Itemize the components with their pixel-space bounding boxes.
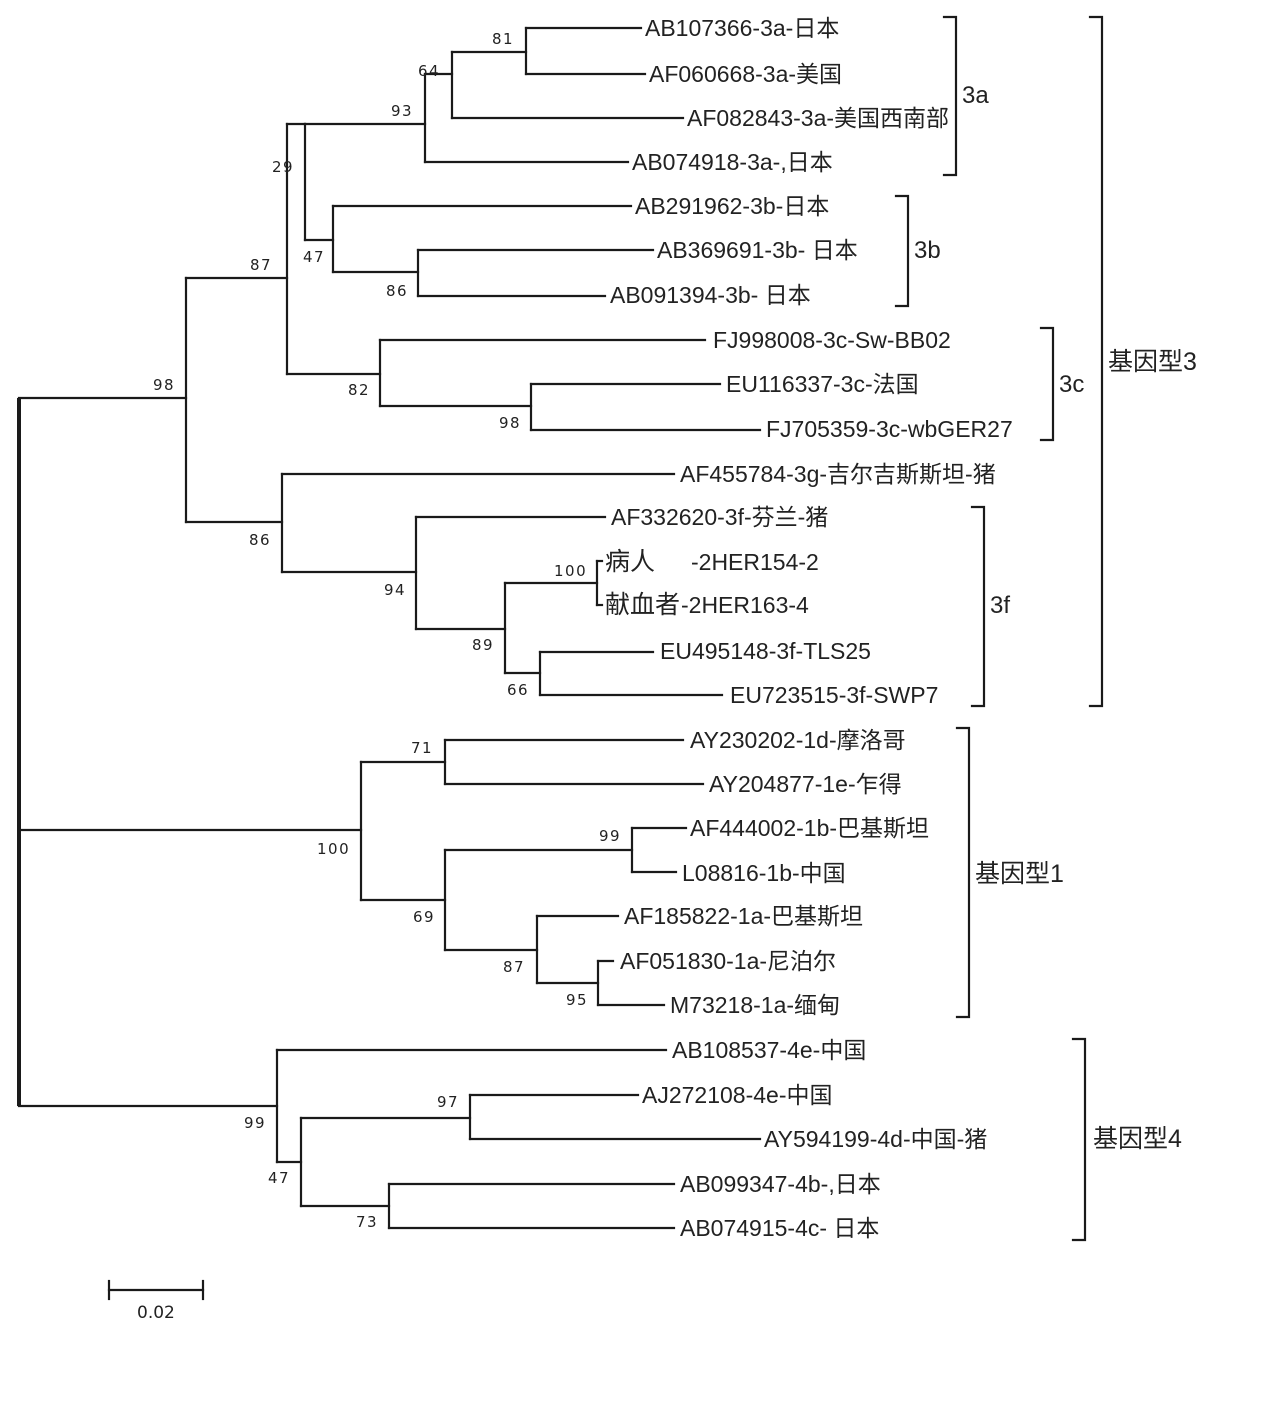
- bootstrap-value: 47: [268, 1169, 290, 1187]
- genotype-brackets: 基因型3 基因型1 基因型4: [955, 15, 1197, 1242]
- bracket-genotype-3: [1088, 15, 1104, 708]
- leaf-label: M73218-1a-缅甸: [670, 992, 840, 1018]
- leaf-label: L08816-1b-中国: [682, 860, 846, 886]
- bootstrap-value: 100: [554, 562, 587, 580]
- bracket-3a: [942, 15, 958, 177]
- leaf-label: AB099347-4b-,日本: [680, 1171, 881, 1197]
- bootstrap-value: 89: [472, 636, 494, 654]
- bootstrap-value: 66: [507, 681, 529, 699]
- tree-branches: [17, 26, 762, 1230]
- leaf-labels: AB107366-3a-日本 AF060668-3a-美国 AF082843-3…: [605, 15, 1013, 1241]
- bootstrap-value: 71: [411, 739, 433, 757]
- bootstrap-value: 86: [249, 531, 271, 549]
- scale-bar: 0.02: [107, 1279, 205, 1323]
- leaf-label: AY230202-1d-摩洛哥: [690, 727, 906, 753]
- leaf-label: AY594199-4d-中国-猪: [764, 1126, 987, 1152]
- leaf-label: AB091394-3b- 日本: [610, 282, 811, 308]
- leaf-label: EU116337-3c-法国: [726, 371, 919, 397]
- bootstrap-value: 86: [386, 282, 408, 300]
- bootstrap-values: 81 64 93 29 47 86 87 82 98 98 86 94 100 …: [153, 30, 621, 1231]
- leaf-label-donor-id: -2HER163-4: [681, 592, 809, 618]
- bootstrap-value: 100: [317, 840, 350, 858]
- bootstrap-value: 93: [391, 102, 413, 120]
- bracket-3c: [1039, 326, 1055, 442]
- leaf-label: AB107366-3a-日本: [645, 15, 839, 41]
- bootstrap-value: 64: [418, 62, 440, 80]
- scale-bar-label: 0.02: [137, 1303, 175, 1323]
- leaf-label-patient: 病人: [605, 548, 655, 576]
- bootstrap-value: 99: [599, 827, 621, 845]
- leaf-label: AF332620-3f-芬兰-猪: [611, 504, 828, 530]
- bootstrap-value: 73: [356, 1213, 378, 1231]
- bracket-label-3c: 3c: [1059, 371, 1084, 398]
- leaf-label: AF455784-3g-吉尔吉斯斯坦-猪: [680, 461, 996, 487]
- leaf-label: AY204877-1e-乍得: [709, 771, 902, 797]
- leaf-label: AB369691-3b- 日本: [657, 237, 858, 263]
- bootstrap-value: 99: [244, 1114, 266, 1132]
- leaf-label: AB108537-4e-中国: [672, 1037, 866, 1063]
- leaf-label-donor: 献血者: [605, 591, 680, 619]
- genotype-label-4: 基因型4: [1093, 1125, 1182, 1153]
- leaf-label: AB291962-3b-日本: [635, 193, 829, 219]
- genotype-label-1: 基因型1: [975, 860, 1064, 888]
- bracket-genotype-4: [1071, 1037, 1087, 1242]
- bracket-label-3b: 3b: [914, 237, 941, 264]
- bracket-3f: [970, 505, 986, 708]
- bootstrap-value: 47: [303, 248, 325, 266]
- leaf-label: EU495148-3f-TLS25: [660, 638, 871, 664]
- bootstrap-value: 81: [492, 30, 514, 48]
- leaf-label: FJ998008-3c-Sw-BB02: [713, 327, 951, 353]
- leaf-label: AB074915-4c- 日本: [680, 1215, 879, 1241]
- leaf-label: EU723515-3f-SWP7: [730, 682, 938, 708]
- leaf-label: AF051830-1a-尼泊尔: [620, 948, 836, 974]
- leaf-label: AF082843-3a-美国西南部: [687, 105, 949, 131]
- bootstrap-value: 69: [413, 908, 435, 926]
- bootstrap-value: 82: [348, 381, 370, 399]
- bootstrap-value: 98: [153, 376, 175, 394]
- leaf-label: AF185822-1a-巴基斯坦: [624, 903, 863, 929]
- bootstrap-value: 94: [384, 581, 406, 599]
- bootstrap-value: 87: [503, 958, 525, 976]
- bracket-genotype-1: [955, 726, 971, 1019]
- leaf-label: AB074918-3a-,日本: [632, 149, 833, 175]
- leaf-label: AF060668-3a-美国: [649, 61, 842, 87]
- bootstrap-value: 97: [437, 1093, 459, 1111]
- bootstrap-value: 95: [566, 991, 588, 1009]
- bootstrap-value: 29: [272, 158, 294, 176]
- leaf-label: FJ705359-3c-wbGER27: [766, 416, 1013, 442]
- genotype-label-3: 基因型3: [1108, 348, 1197, 376]
- leaf-label-patient-id: -2HER154-2: [691, 549, 819, 575]
- bracket-3b: [894, 194, 910, 308]
- bracket-label-3f: 3f: [990, 592, 1010, 619]
- subtype-brackets: 3a 3b 3c 3f: [894, 15, 1084, 708]
- leaf-label: AJ272108-4e-中国: [642, 1082, 833, 1108]
- leaf-label: AF444002-1b-巴基斯坦: [690, 815, 929, 841]
- bootstrap-value: 98: [499, 414, 521, 432]
- bracket-label-3a: 3a: [962, 82, 989, 109]
- bootstrap-value: 87: [250, 256, 272, 274]
